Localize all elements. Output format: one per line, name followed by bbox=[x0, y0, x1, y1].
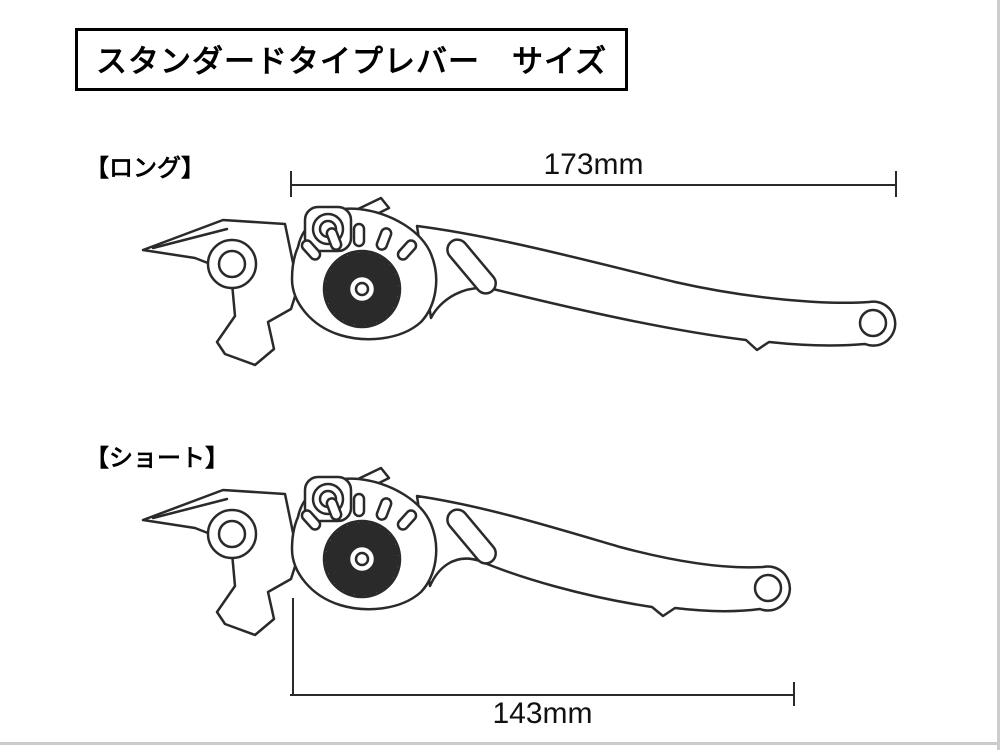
page-title: スタンダードタイプレバー サイズ bbox=[96, 44, 608, 79]
dimension-tick bbox=[793, 682, 795, 706]
dimension-long: 173mm bbox=[290, 148, 897, 197]
blade-slot bbox=[446, 238, 497, 295]
window-edge-bottom bbox=[0, 742, 1000, 745]
dimension-tick bbox=[895, 171, 897, 197]
label-short: 【ショート】 bbox=[85, 445, 229, 472]
dimension-short: 143mm bbox=[290, 682, 795, 738]
lever-blade-short bbox=[415, 494, 792, 618]
dimension-tick bbox=[290, 171, 292, 197]
blade-tip-hole bbox=[753, 573, 783, 603]
label-long: 【ロング】 bbox=[85, 155, 205, 182]
dimension-value-long: 173mm bbox=[543, 148, 644, 181]
dimension-line-short bbox=[290, 694, 795, 696]
blade-slot bbox=[446, 508, 497, 565]
window-edge-right bbox=[997, 0, 1000, 750]
dimension-value-short: 143mm bbox=[492, 697, 593, 730]
title-box: スタンダードタイプレバー サイズ bbox=[75, 28, 629, 91]
lever-blade-long bbox=[415, 224, 897, 352]
dimension-line-long bbox=[290, 184, 897, 186]
lever-drawing-long bbox=[135, 192, 897, 407]
lever-drawing-short bbox=[135, 462, 792, 677]
blade-tip-hole bbox=[858, 308, 888, 338]
dimension-extension-line bbox=[292, 598, 294, 696]
